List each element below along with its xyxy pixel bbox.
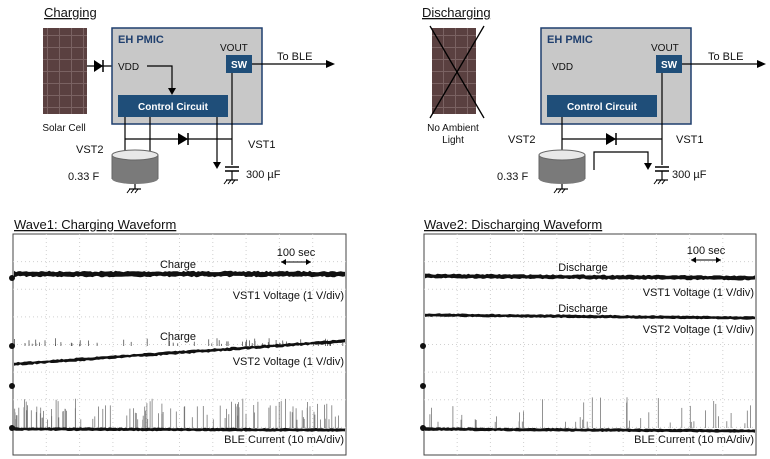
discharging-title: Discharging	[422, 5, 491, 20]
no-light-label-2: Light	[442, 135, 464, 146]
vst1-trace-label: VST1 Voltage (1 V/div)	[233, 290, 344, 302]
charge-tag-1: Charge	[160, 259, 196, 271]
arrow-icon	[213, 162, 221, 169]
charging-title: Charging	[44, 5, 97, 20]
to-ble-arrow-icon	[326, 60, 335, 68]
control-circuit-block	[547, 95, 657, 117]
vout-label: VOUT	[220, 43, 248, 54]
arrow-icon	[168, 88, 176, 95]
supercap-label: 0.33 F	[497, 171, 528, 183]
solar-cell-icon	[43, 28, 87, 114]
pmic-title: EH PMIC	[118, 34, 164, 46]
control-circuit-block	[118, 95, 228, 117]
vst2-label: VST2	[508, 134, 536, 146]
diode-icon	[606, 133, 616, 145]
sw-block	[656, 55, 682, 73]
vst2-trace-label: VST2 Voltage (1 V/div)	[233, 356, 344, 368]
to-ble-label: To BLE	[277, 51, 312, 63]
vout-label: VOUT	[651, 43, 679, 54]
charge-tag-2: Charge	[160, 331, 196, 343]
sw-block	[226, 55, 252, 73]
wave2-title: Wave2: Discharging Waveform	[424, 217, 602, 232]
small-cap-label: 300 µF	[246, 169, 281, 181]
discharge-tag-2: Discharge	[558, 303, 608, 315]
vdd-label: VDD	[552, 62, 573, 73]
vst1-label: VST1	[248, 139, 276, 151]
pmic-title: EH PMIC	[547, 34, 593, 46]
scale-arrow-icon	[281, 259, 286, 265]
vst1-trace-label: VST1 Voltage (1 V/div)	[643, 287, 754, 299]
no-light-label-1: No Ambient	[427, 123, 479, 134]
control-circuit-label: Control Circuit	[138, 102, 209, 113]
ble-current-trace-label: BLE Current (10 mA/div)	[634, 434, 754, 446]
wave2-panel: Wave2: Discharging Waveform 100 sec Disc…	[420, 217, 757, 456]
diode-icon	[94, 60, 103, 72]
discharging-diagram: Discharging No Ambient Light EH PMIC VDD…	[422, 5, 766, 194]
small-cap-label: 300 µF	[672, 169, 707, 181]
waveform-traces	[420, 273, 755, 433]
to-ble-label: To BLE	[708, 51, 743, 63]
supercap-icon	[111, 149, 159, 184]
wave1-title: Wave1: Charging Waveform	[14, 217, 176, 232]
supercap-label: 0.33 F	[68, 171, 99, 183]
vdd-label: VDD	[118, 62, 139, 73]
vst1-label: VST1	[676, 134, 704, 146]
solar-cell-label: Solar Cell	[42, 123, 85, 134]
supercap-icon	[538, 149, 586, 184]
ble-current-trace-label: BLE Current (10 mA/div)	[224, 434, 344, 446]
vst2-label: VST2	[76, 144, 104, 156]
arrow-icon	[644, 163, 652, 170]
diode-icon	[178, 133, 188, 145]
control-circuit-label: Control Circuit	[567, 102, 638, 113]
vst2-trace-label: VST2 Voltage (1 V/div)	[643, 324, 754, 336]
scale-label: 100 sec	[277, 247, 316, 259]
discharge-tag-1: Discharge	[558, 262, 608, 274]
wave1-panel: Wave1: Charging Waveform 100 sec Charge …	[9, 217, 347, 456]
waveform-traces	[9, 270, 345, 432]
sw-label: SW	[661, 60, 678, 71]
to-ble-arrow-icon	[757, 60, 766, 68]
scale-arrow-icon	[691, 257, 696, 263]
scale-label: 100 sec	[687, 245, 726, 257]
sw-label: SW	[231, 60, 248, 71]
charging-diagram: Charging Solar Cell EH PMIC VDD VOUT SW …	[42, 5, 335, 194]
